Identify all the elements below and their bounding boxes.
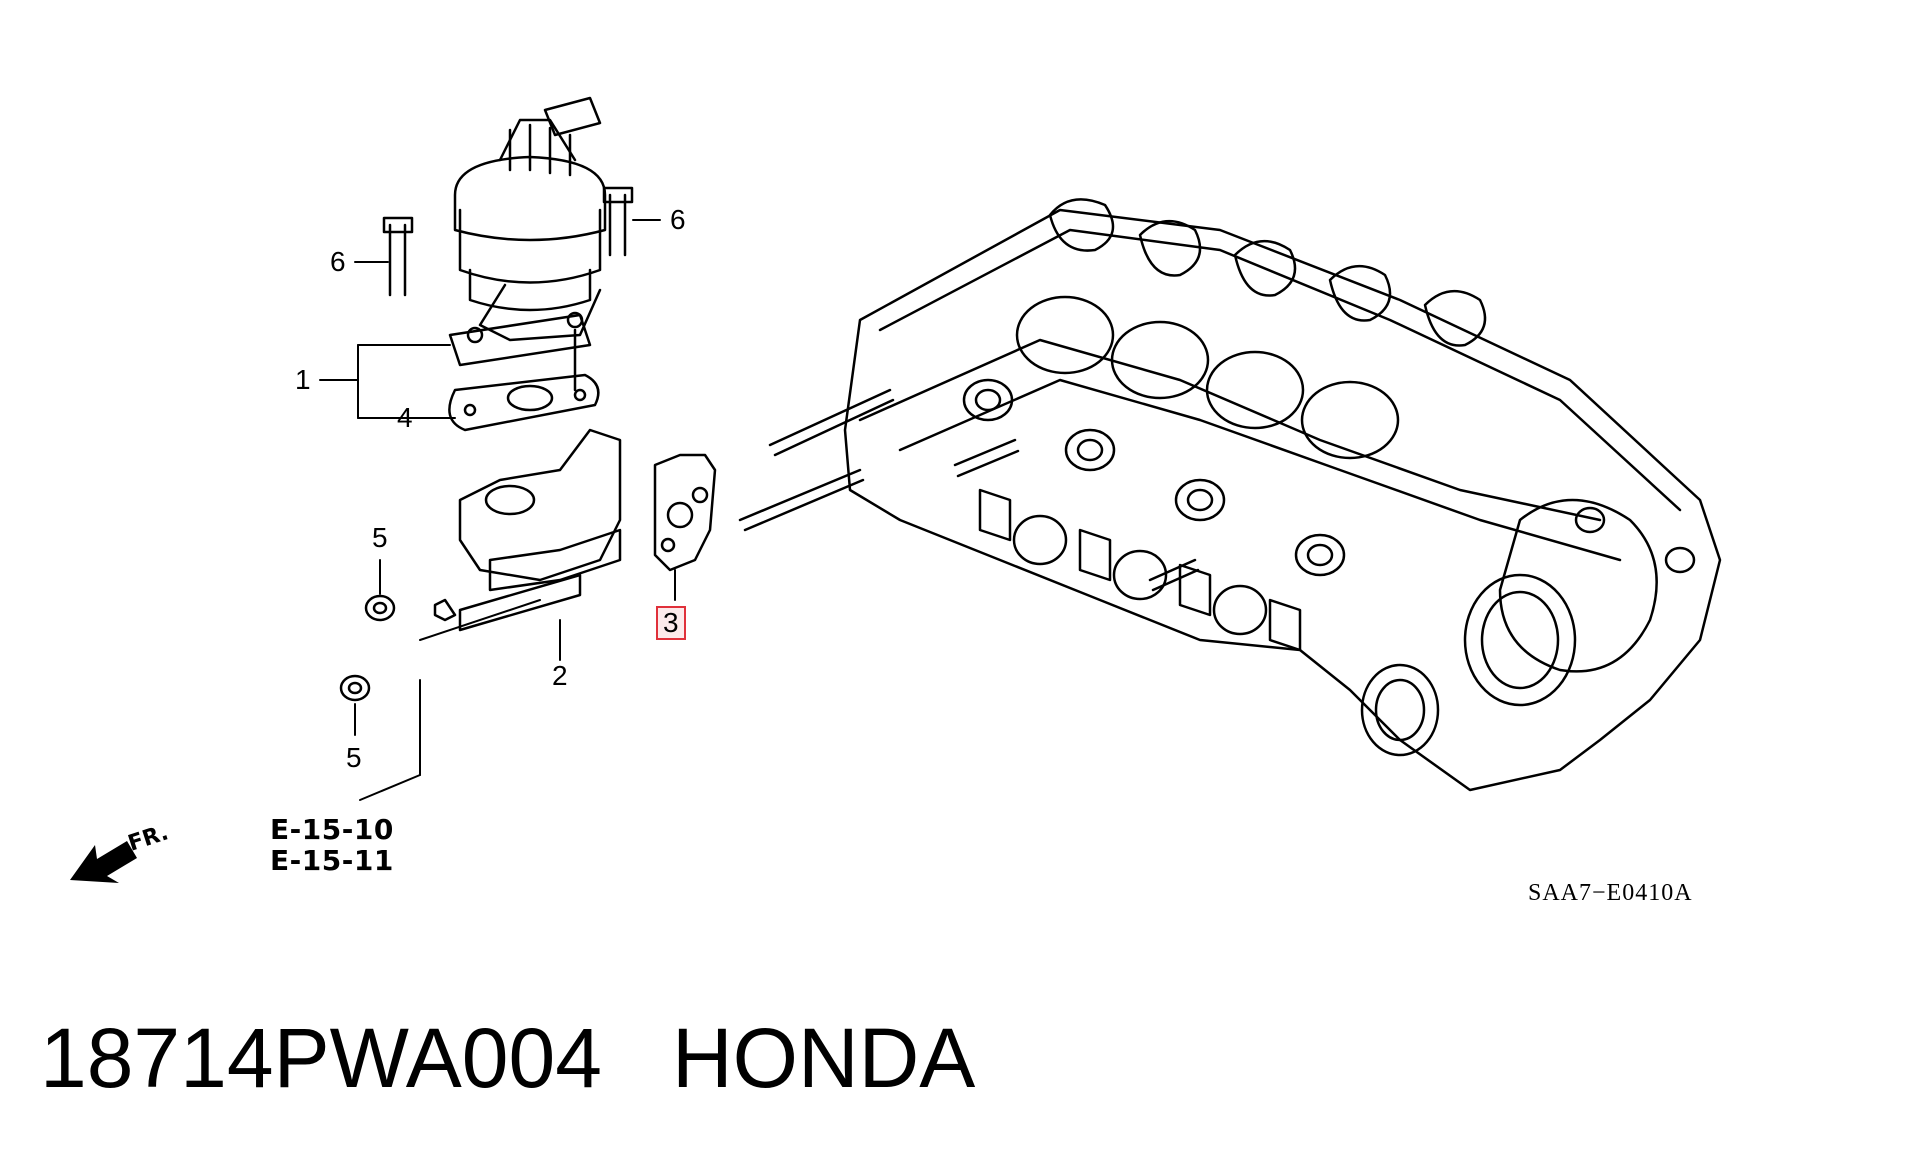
callout-3-highlighted: 3 bbox=[656, 606, 686, 640]
egr-pipe-2 bbox=[433, 428, 622, 632]
brand-name: HONDA bbox=[671, 1011, 976, 1105]
reference-e-15-11: E-15-11 bbox=[270, 844, 394, 877]
diagram-code: SAA7−E0410A bbox=[1528, 880, 1693, 906]
gasket-3 bbox=[653, 453, 717, 572]
leader-lines bbox=[319, 219, 676, 801]
egr-valve bbox=[448, 96, 607, 392]
callout-5-upper: 5 bbox=[372, 522, 388, 553]
part-number: 18714PWA004 bbox=[40, 1011, 602, 1105]
cylinder-head bbox=[843, 198, 1722, 792]
callout-6-right: 6 bbox=[670, 204, 686, 235]
callout-2: 2 bbox=[552, 660, 568, 691]
callout-1: 1 bbox=[295, 364, 311, 395]
front-direction-arrow-icon bbox=[70, 841, 137, 883]
callout-6-left: 6 bbox=[330, 246, 346, 277]
gasket-4 bbox=[448, 373, 600, 432]
reference-e-15-10: E-15-10 bbox=[270, 813, 394, 846]
callout-5-lower: 5 bbox=[346, 742, 362, 773]
callout-4: 4 bbox=[397, 402, 413, 433]
part-title: 18714PWA004 HONDA bbox=[40, 1010, 975, 1107]
nuts-5 bbox=[339, 594, 396, 702]
studs bbox=[738, 388, 1200, 592]
bolts-6 bbox=[382, 186, 634, 297]
